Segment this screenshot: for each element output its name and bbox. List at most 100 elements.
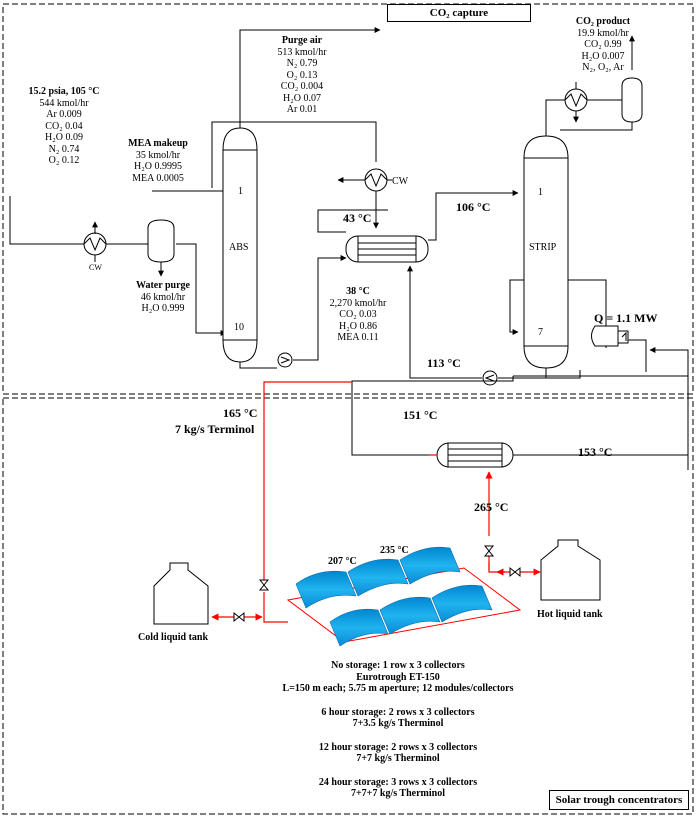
note-line: L=150 m each; 5.75 m aperture; 12 module…: [282, 683, 514, 694]
note-line: 24 hour storage: 3 rows x 3 collectors: [318, 776, 478, 788]
co2-capture-title: CO₂ capture: [387, 4, 531, 22]
purge-air-line: H₂O 0.07: [283, 92, 321, 104]
rich-line-1: [239, 362, 277, 369]
flue-gas-header: 15.2 psia, 105 °C: [28, 86, 100, 97]
strip-overhead: [545, 99, 566, 136]
temp-113: 113 °C: [427, 356, 461, 370]
mea-makeup-line: 35 kmol/hr: [135, 149, 181, 161]
flue-gas-line: O₂ 0.12: [48, 155, 80, 166]
temp-43: 43 °C: [343, 211, 372, 225]
cold-tank-icon: [153, 562, 209, 625]
rich-amine-line: CO₂ 0.03: [339, 309, 377, 320]
abs-stage-top: 1: [238, 186, 243, 197]
co2-product-stream: CO₂ product 19.9 kmol/hr CO₂ 0.99 H₂O 0.…: [562, 16, 644, 74]
temp-235: 235 °C: [380, 545, 409, 556]
rich-amine-stream: 38 °C 2,270 kmol/hr CO₂ 0.03 H₂O 0.86 ME…: [318, 286, 398, 344]
mea-makeup-line: H₂O 0.9995: [134, 161, 182, 172]
hot-tank-label: Hot liquid tank: [537, 609, 603, 620]
solar-border: [2, 397, 694, 815]
note-line: 12 hour storage: 2 rows x 3 collectors: [318, 741, 478, 753]
purge-air-stream: Purge air 513 kmol/hr N₂ 0.79 O₂ 0.13 CO…: [262, 35, 342, 116]
flue-gas-line: H₂O 0.09: [45, 132, 83, 143]
note-line: 7+7+7 kg/s Therminol: [350, 788, 445, 799]
temp-165: 165 °C: [223, 406, 258, 420]
reboiler-duty: Q = 1.1 MW: [594, 311, 658, 325]
purge-air-line: CO₂ 0.004: [280, 81, 324, 92]
temp-207: 207 °C: [328, 556, 357, 567]
reboiler: [591, 325, 629, 347]
temp-265: 265 °C: [474, 500, 509, 514]
oil-exchanger: [436, 442, 514, 468]
purge-air-line: [239, 27, 381, 128]
flue-gas-line: 544 kmol/hr: [39, 97, 89, 109]
temp-153: 153 °C: [578, 445, 613, 459]
strip-stage-bottom: 7: [538, 327, 543, 338]
heat-to-reboiler: [649, 347, 689, 470]
cold-oil-line: [263, 381, 352, 580]
abs-condenser-icon: [364, 168, 388, 192]
purge-air-line: 513 kmol/hr: [277, 46, 327, 58]
flue-gas-to-abs: [176, 243, 227, 336]
strip-label: STRIP: [529, 242, 557, 253]
cw-label-abs: CW: [392, 176, 409, 187]
hot-from-field: [488, 562, 505, 573]
flue-gas-line: [9, 196, 150, 245]
rich-amine-line: 2,270 kmol/hr: [329, 297, 387, 309]
storage-notes: No storage: 1 row x 3 collectors Eurotro…: [248, 660, 548, 800]
terminol-flow: 7 kg/s Terminol: [175, 422, 255, 436]
reboiler-vapor: [509, 279, 607, 348]
abs-stage-bottom: 10: [234, 322, 244, 333]
water-purge-stream: Water purge 46 kmol/hr H₂O 0.999: [124, 280, 202, 315]
flue-gas-conditions: 15.2 psia, 105 °C 544 kmol/hr Ar 0.009 C…: [8, 86, 120, 167]
abs-label: ABS: [229, 242, 249, 253]
flue-gas-line: CO₂ 0.04: [45, 120, 83, 132]
note-line: 7+3.5 kg/s Therminol: [352, 718, 444, 729]
reflux-drum: [621, 77, 643, 123]
lean-to-pump: [498, 370, 581, 379]
flue-gas-line: N₂ 0.74: [48, 143, 80, 155]
note-line: No storage: 1 row x 3 collectors: [331, 660, 465, 671]
rich-pump-icon: [277, 352, 293, 368]
abs-overhead-line: [211, 121, 377, 188]
hx-to-abs-top: [317, 209, 388, 233]
water-purge-header: Water purge: [136, 280, 190, 291]
note-line: 6 hour storage: 2 rows x 3 collectors: [321, 706, 475, 718]
purge-air-line: Ar 0.01: [286, 104, 318, 115]
rich-amine-line: H₂O 0.86: [339, 320, 377, 332]
mea-makeup-line: MEA 0.0005: [132, 172, 184, 184]
collector-row-1: [295, 546, 461, 609]
strip-stage-top: 1: [538, 187, 543, 198]
cold-to-field: [263, 592, 288, 623]
note-line: 7+7 kg/s Therminol: [356, 753, 440, 764]
hx-to-strip: [428, 190, 519, 241]
cw-label-flue: CW: [89, 263, 102, 272]
co2-product-line: CO₂ 0.99: [584, 39, 622, 50]
valves: [233, 545, 521, 623]
temp-151: 151 °C: [403, 408, 438, 422]
collector-row-2: [329, 584, 493, 647]
rich-amine-header: 38 °C: [346, 286, 370, 297]
strip-condenser-icon: [564, 88, 588, 112]
co2-product-line: H₂O 0.007: [581, 50, 625, 62]
purge-air-header: Purge air: [281, 35, 323, 46]
co2-product-line: N₂, O₂, Ar: [582, 62, 624, 73]
reboiler-return: [620, 339, 647, 372]
purge-air-line: N₂ 0.79: [286, 58, 318, 69]
reflux: [560, 122, 633, 131]
temp-106: 106 °C: [456, 200, 491, 214]
cold-tank-label: Cold liquid tank: [138, 632, 209, 643]
knockout-drum: [147, 219, 175, 263]
hot-tank-icon: [540, 539, 601, 601]
solar-title: Solar trough concentrators: [549, 790, 689, 810]
note-line: Eurotrough ET-150: [356, 671, 440, 683]
rich-line-2: [293, 255, 347, 361]
mea-makeup-header: MEA makeup: [128, 138, 188, 149]
oil-to-strip-hx: [351, 376, 514, 456]
flue-gas-line: Ar 0.009: [46, 109, 82, 120]
lean-rich-exchanger: [345, 235, 429, 263]
water-purge-line: H₂O 0.999: [141, 303, 185, 314]
co2-capture-border: [2, 3, 694, 395]
co2-product-header: CO₂ product: [575, 16, 631, 27]
